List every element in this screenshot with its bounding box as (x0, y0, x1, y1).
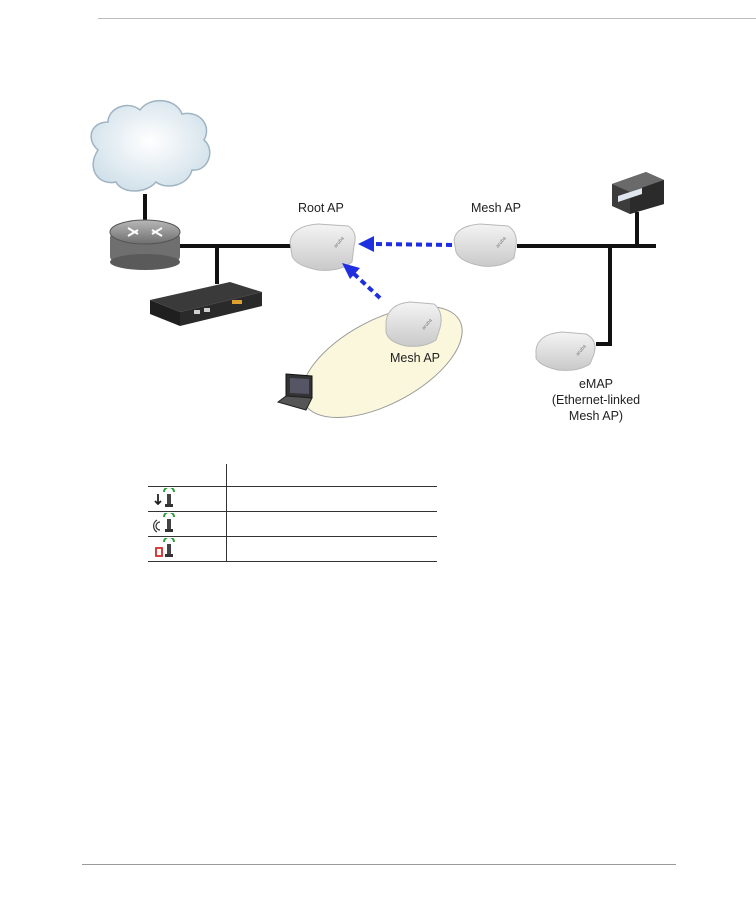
printer-icon (612, 172, 664, 214)
emap-label-line1: eMAP (579, 377, 613, 391)
mesh-coverage-area (301, 305, 463, 419)
footer-rule (82, 864, 676, 865)
mesh-ap-wired-icon (154, 488, 175, 507)
mobility-controller-icon (150, 282, 262, 326)
emap-label-line3: Mesh AP) (569, 409, 623, 423)
mesh-ap-emap-icon (155, 538, 175, 557)
wireless-mesh-links (342, 236, 453, 300)
mesh-icon-legend-table (148, 464, 437, 562)
router-icon (109, 219, 181, 270)
header-rule (98, 18, 756, 19)
legend-description (226, 486, 437, 512)
legend-header-row (148, 464, 437, 487)
ethernet-links (143, 194, 656, 346)
internet-cloud-icon (90, 100, 211, 192)
emap-icon: aruba (535, 331, 596, 371)
emap-label-line2: (Ethernet-linked (552, 393, 640, 407)
root-ap-icon: aruba (289, 223, 356, 271)
mesh-ap-bottom-label: Mesh AP (390, 351, 440, 365)
legend-description (226, 511, 437, 537)
legend-description (226, 536, 437, 562)
legend-row (148, 486, 437, 512)
mesh-ap-bottom-icon: aruba (385, 301, 442, 347)
legend-row (148, 511, 437, 537)
root-ap-label: Root AP (298, 201, 344, 215)
legend-row (148, 536, 437, 562)
mesh-ap-wireless-icon (153, 513, 175, 533)
mesh-ap-top-icon: aruba (453, 223, 517, 267)
laptop-icon (276, 373, 313, 411)
mesh-ap-top-label: Mesh AP (471, 201, 521, 215)
